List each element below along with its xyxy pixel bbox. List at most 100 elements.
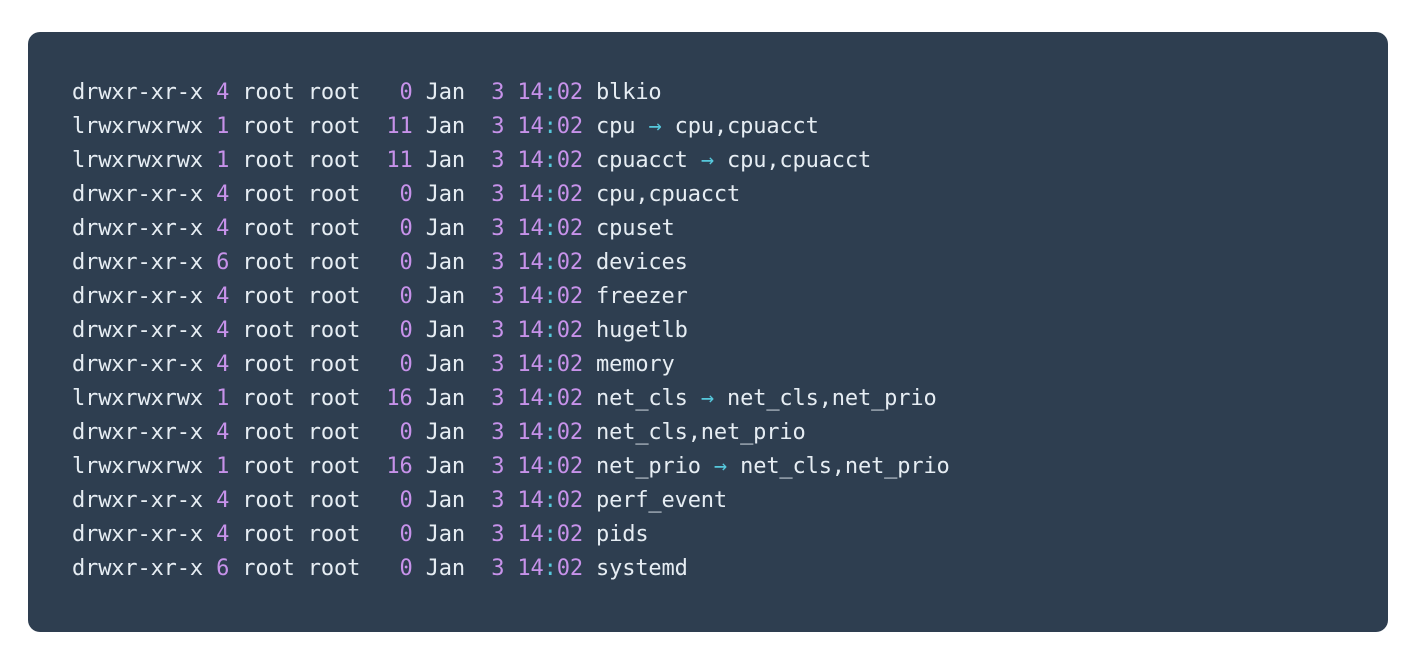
permissions-field: drwxr-xr-x [72,250,203,275]
month-field: Jan [425,182,465,207]
column-gap [465,216,478,241]
month-field: Jan [425,556,465,581]
group-field: root [307,352,361,377]
time-minutes: 02 [556,352,583,377]
listing-row: drwxr-xr-x 4 root root 0 Jan 3 14:02 blk… [72,76,1348,110]
owner-field: root [242,352,295,377]
column-gap [295,420,308,445]
size-field: 11 [373,148,413,173]
owner-field: root [242,250,295,275]
symlink-target: cpu,cpuacct [727,148,872,173]
time-colon: : [543,148,557,173]
column-gap [465,80,478,105]
month-field: Jan [425,488,465,513]
size-field: 0 [373,182,413,207]
permissions-field: lrwxrwxrwx [72,454,203,479]
month-field: Jan [425,250,465,275]
permissions-field: drwxr-xr-x [72,352,203,377]
column-gap [465,318,478,343]
column-gap [701,454,714,479]
column-gap [413,250,426,275]
column-gap [229,318,242,343]
size-field: 0 [373,352,413,377]
entry-name: freezer [596,284,688,309]
month-field: Jan [425,80,465,105]
column-gap [413,216,426,241]
column-gap [413,556,426,581]
symlink-arrow-icon: → [648,114,662,139]
column-gap [295,386,308,411]
time-colon: : [543,454,557,479]
time-minutes: 02 [556,148,583,173]
entry-name: perf_event [596,488,727,513]
permissions-field: drwxr-xr-x [72,420,203,445]
entry-name: cpu [596,114,636,139]
permissions-field: drwxr-xr-x [72,522,203,547]
column-gap [229,114,242,139]
link-count-field: 4 [216,488,230,513]
size-field: 0 [373,318,413,343]
column-gap [583,114,596,139]
column-gap [295,148,308,173]
column-gap [229,522,242,547]
listing-row: lrwxrwxrwx 1 root root 11 Jan 3 14:02 cp… [72,110,1348,144]
symlink-target: net_cls,net_prio [727,386,937,411]
column-gap [360,318,373,343]
permissions-field: lrwxrwxrwx [72,148,203,173]
time-colon: : [543,114,557,139]
month-field: Jan [425,522,465,547]
listing-row: drwxr-xr-x 6 root root 0 Jan 3 14:02 dev… [72,246,1348,280]
column-gap [295,488,308,513]
column-gap [229,556,242,581]
column-gap [465,284,478,309]
group-field: root [307,318,361,343]
link-count-field: 1 [216,148,230,173]
time-minutes: 02 [556,420,583,445]
column-gap [229,420,242,445]
column-gap [465,352,478,377]
column-gap [203,556,216,581]
column-gap [727,454,740,479]
column-gap [229,488,242,513]
size-field: 0 [373,420,413,445]
time-colon: : [543,80,557,105]
owner-field: root [242,454,295,479]
time-hours: 14 [517,80,544,105]
time-colon: : [543,318,557,343]
column-gap [504,250,517,275]
column-gap [295,80,308,105]
day-field: 3 [478,148,505,173]
permissions-field: drwxr-xr-x [72,488,203,513]
entry-name: cpuacct [596,148,688,173]
time-minutes: 02 [556,80,583,105]
group-field: root [307,114,361,139]
entry-name: net_prio [596,454,701,479]
day-field: 3 [478,556,505,581]
column-gap [203,420,216,445]
time-minutes: 02 [556,386,583,411]
listing-row: drwxr-xr-x 6 root root 0 Jan 3 14:02 sys… [72,552,1348,586]
day-field: 3 [478,80,505,105]
column-gap [504,352,517,377]
listing-row: lrwxrwxrwx 1 root root 16 Jan 3 14:02 ne… [72,450,1348,484]
column-gap [504,386,517,411]
owner-field: root [242,114,295,139]
directory-listing: drwxr-xr-x 4 root root 0 Jan 3 14:02 blk… [72,76,1348,586]
day-field: 3 [478,182,505,207]
day-field: 3 [478,386,505,411]
owner-field: root [242,556,295,581]
column-gap [203,148,216,173]
column-gap [465,488,478,513]
time-colon: : [543,352,557,377]
time-colon: : [543,420,557,445]
column-gap [295,114,308,139]
symlink-arrow-icon: → [700,386,714,411]
entry-name: net_cls [596,386,688,411]
column-gap [583,80,596,105]
column-gap [688,148,701,173]
time-minutes: 02 [556,522,583,547]
owner-field: root [242,182,295,207]
permissions-field: drwxr-xr-x [72,556,203,581]
column-gap [229,352,242,377]
link-count-field: 4 [216,420,230,445]
